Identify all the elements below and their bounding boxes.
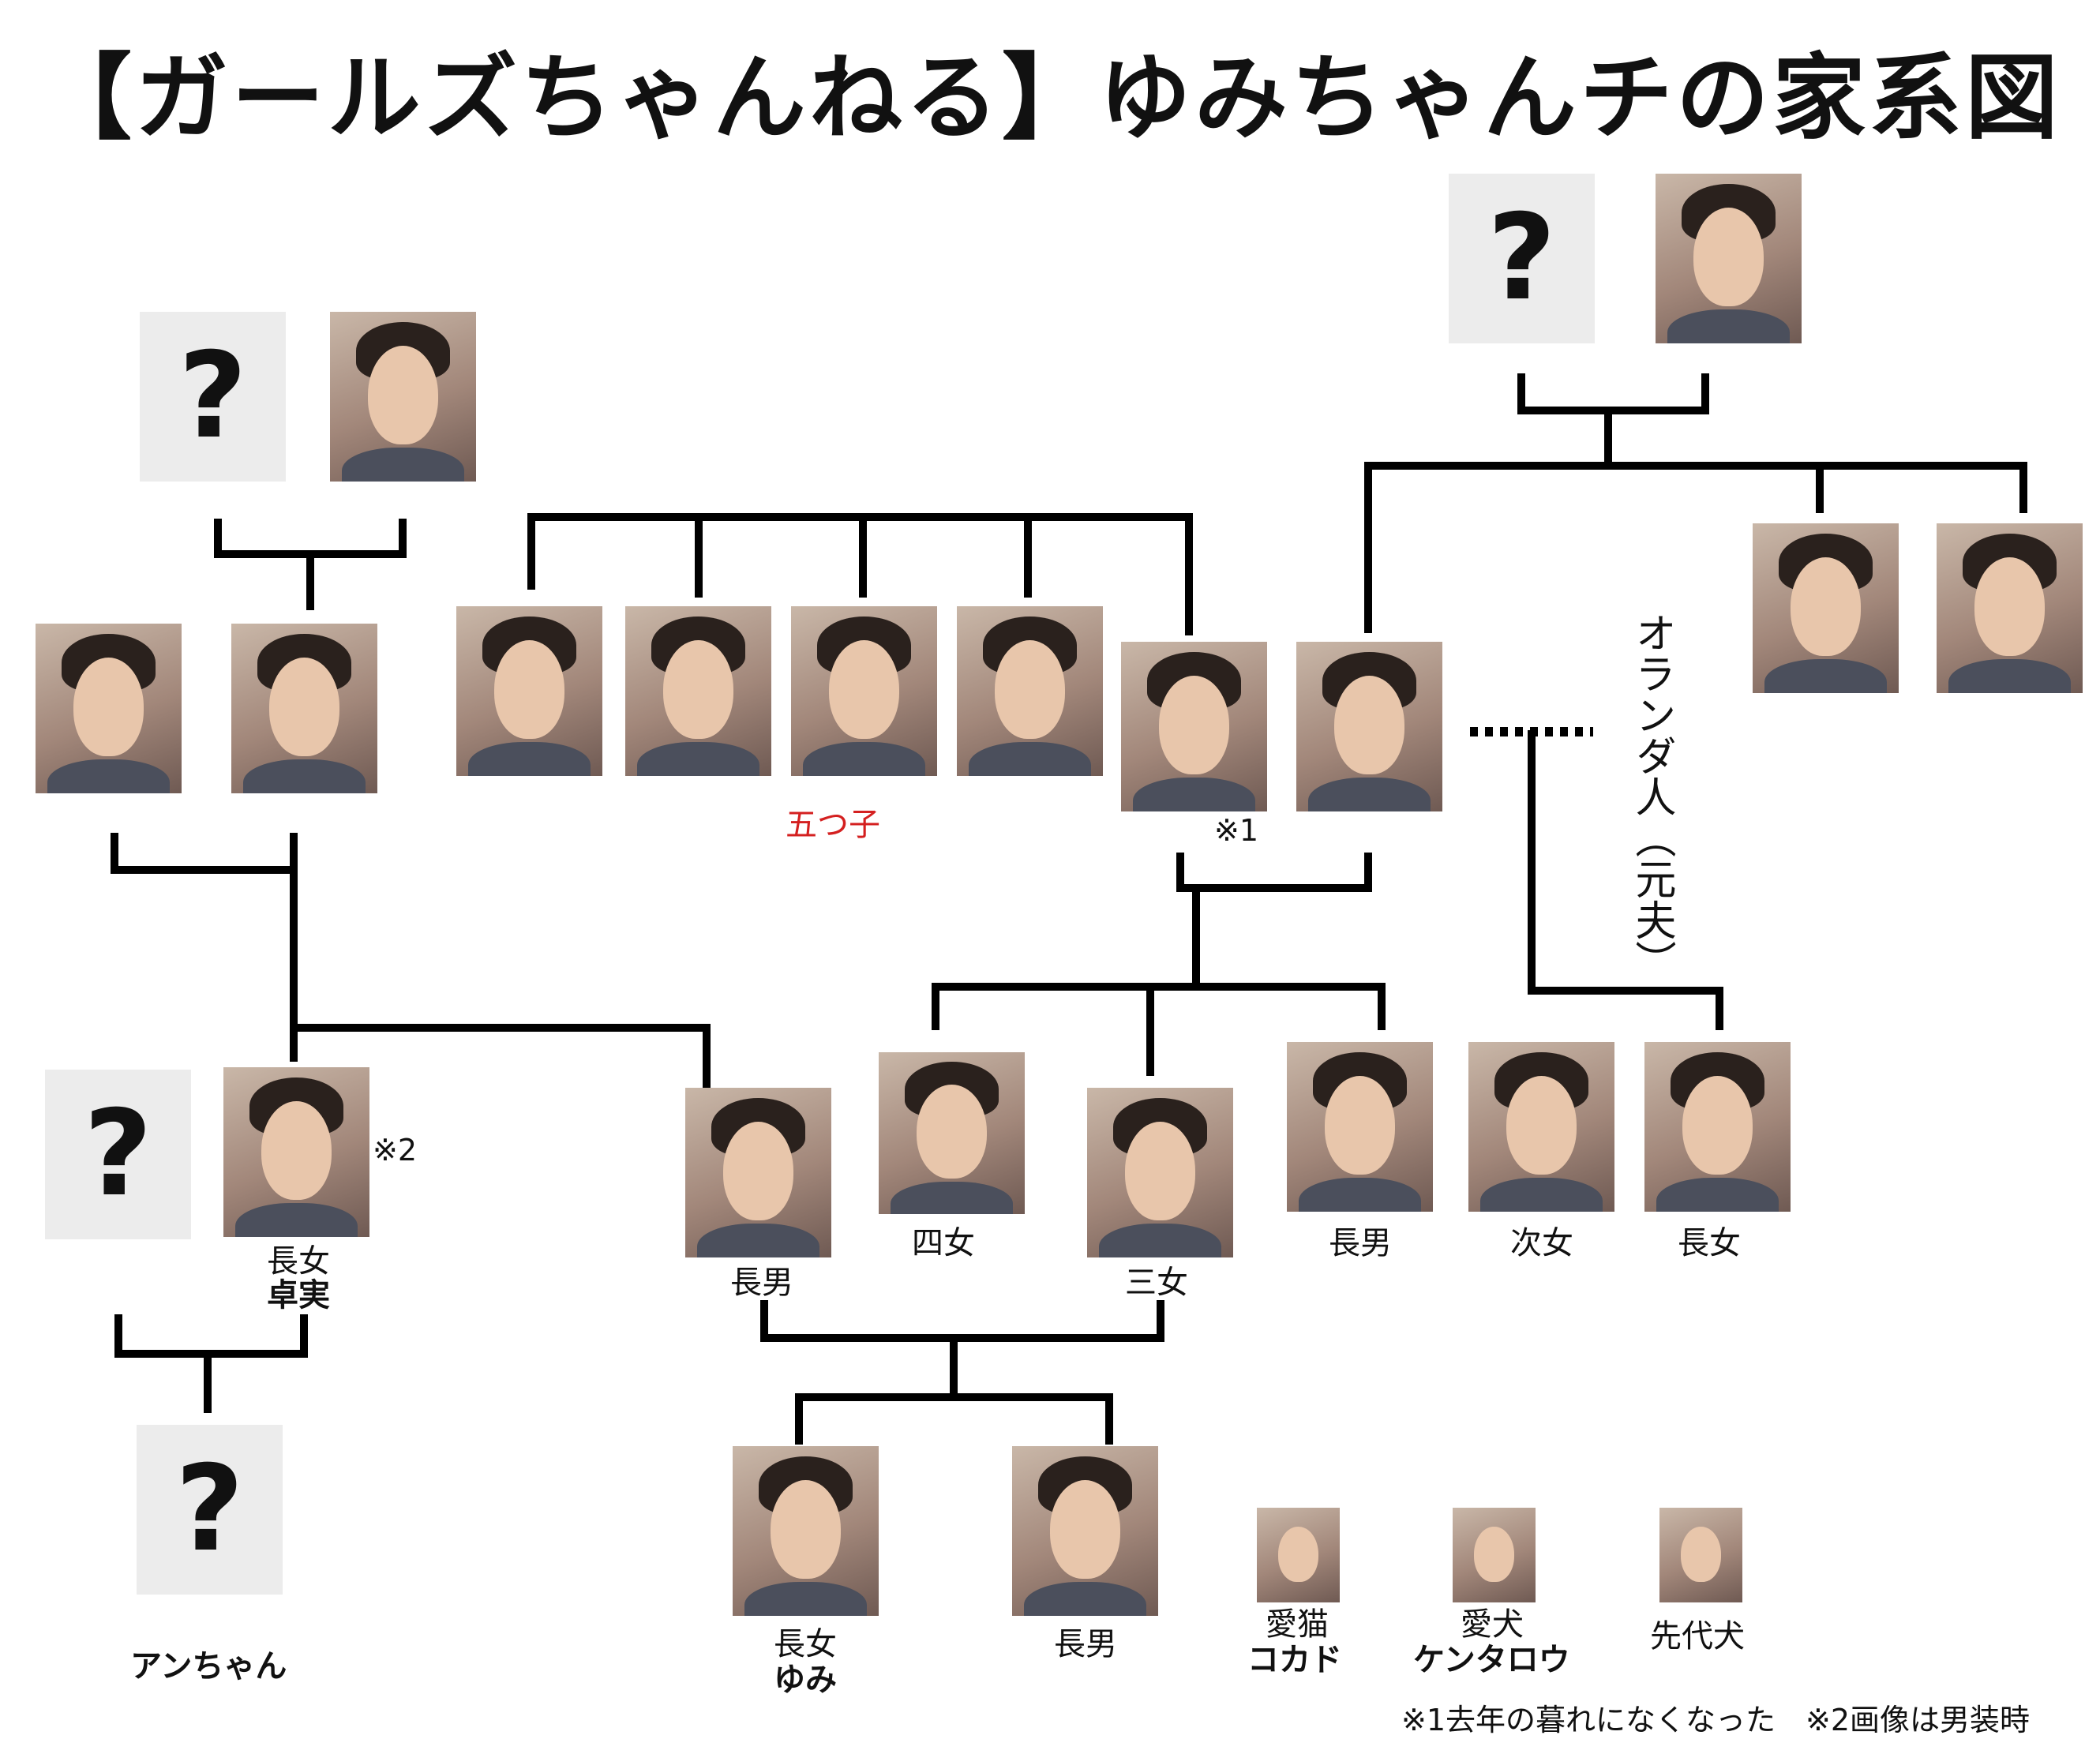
connector-brothers: [111, 833, 711, 1089]
label-jijo: 次女: [1510, 1225, 1573, 1261]
label-eldest-son: 長男: [730, 1265, 793, 1301]
label-son-b: 長男: [1329, 1225, 1392, 1261]
label-cat-name: コカド: [1247, 1642, 1342, 1678]
photo-quintuplet-5: [1121, 642, 1267, 811]
photo-yumi: [733, 1446, 879, 1616]
page-title: 【ガールズちゃんねる】ゆみちゃんチの家系図: [38, 43, 2061, 152]
unknown-person-spouse-takumi: ?: [45, 1070, 191, 1239]
photo-son-b: [1287, 1042, 1433, 1212]
label-anchan: アンちゃん: [130, 1648, 287, 1685]
label-sanjo: 三女: [1125, 1265, 1188, 1301]
label-grandson: 長男: [1054, 1626, 1117, 1662]
label-daughter-b: 長女: [1678, 1225, 1741, 1261]
connector-grandparents-right: [1364, 373, 2027, 633]
unknown-person-grandparent-left: ?: [140, 312, 286, 482]
photo-quintuplet-2: [625, 606, 771, 776]
photo-brother-2: [231, 624, 377, 793]
photo-grandson: [1012, 1446, 1158, 1616]
label-dog-name: ケンタロウ: [1413, 1642, 1570, 1678]
photo-uncle-right: [1753, 523, 1899, 693]
label-takumi-name: 卓実: [267, 1277, 330, 1314]
label-cat-role: 愛猫: [1266, 1606, 1329, 1643]
photo-daughter-b: [1644, 1042, 1791, 1212]
photo-grandparent-left: [330, 312, 476, 482]
photo-quintuplet-4: [957, 606, 1103, 776]
photo-quintuplet-3: [791, 606, 937, 776]
connector-couple: [932, 853, 1386, 1076]
label-yumi-name: ゆみ: [774, 1662, 837, 1698]
label-yumi-role: 長女: [774, 1626, 837, 1662]
photo-quintuplet-1: [456, 606, 602, 776]
connector-anchan: [114, 1314, 308, 1413]
connector-grandchildren: [760, 1300, 1164, 1445]
photo-aunt-right: [1937, 523, 2083, 693]
label-note1-mark: ※1: [1214, 813, 1259, 848]
footnote: ※1去年の暮れになくなった ※2画像は男装時: [1401, 1703, 2031, 1737]
unknown-person-grandparent-right: ?: [1449, 174, 1595, 343]
photo-yonjo: [879, 1052, 1025, 1214]
photo-sanjo: [1087, 1088, 1233, 1257]
photo-pet-cat: [1257, 1508, 1340, 1602]
photo-previous-dog: [1659, 1508, 1742, 1602]
connector-grandparents-left: [214, 519, 407, 610]
label-yonjo: 四女: [912, 1225, 975, 1261]
photo-grandparent-right: [1656, 174, 1802, 343]
photo-pet-dog: [1453, 1508, 1536, 1602]
unknown-person-anchan: ?: [137, 1425, 283, 1595]
connector-dutch: [1528, 730, 1723, 1030]
photo-eldest-son: [685, 1088, 831, 1257]
photo-brother-1: [36, 624, 182, 793]
photo-takumi: [223, 1067, 369, 1237]
label-takumi-role: 長女: [267, 1243, 330, 1280]
photo-wife: [1296, 642, 1442, 811]
label-dutch-ex-husband: オランダ人（元夫）: [1628, 612, 1675, 981]
photo-jijo: [1468, 1042, 1614, 1212]
label-quintuplets: 五つ子: [786, 807, 880, 843]
connector-quintuplets: [527, 513, 1193, 635]
label-note2-mark: ※2: [373, 1133, 418, 1167]
label-previous-dog: 先代犬: [1650, 1618, 1745, 1655]
label-dog-role: 愛犬: [1461, 1606, 1524, 1643]
